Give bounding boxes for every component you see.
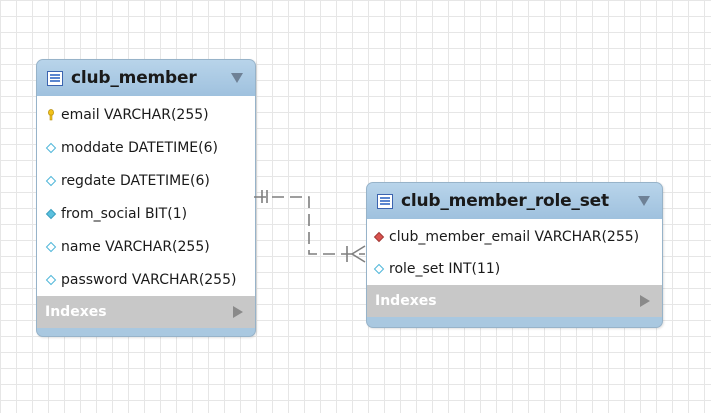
table-icon [377, 193, 393, 209]
column-label: moddate DATETIME(6) [61, 139, 218, 156]
crows-foot [351, 245, 366, 255]
foreign-key-icon [373, 231, 385, 243]
column-list: club_member_email VARCHAR(255) role_set … [367, 219, 662, 285]
column-label: password VARCHAR(255) [61, 271, 237, 288]
column-row[interactable]: role_set INT(11) [367, 253, 662, 285]
column-icon [373, 263, 385, 275]
column-icon [45, 175, 57, 186]
column-label: email VARCHAR(255) [61, 106, 209, 123]
table-header[interactable]: club_member_role_set [367, 183, 662, 219]
table-title: club_member [71, 68, 197, 88]
column-label: name VARCHAR(255) [61, 238, 210, 255]
column-row[interactable]: club_member_email VARCHAR(255) [367, 221, 662, 253]
column-row[interactable]: regdate DATETIME(6) [37, 164, 255, 197]
column-row[interactable]: password VARCHAR(255) [37, 263, 255, 296]
column-row[interactable]: from_social BIT(1) [37, 197, 255, 230]
column-row[interactable]: email VARCHAR(255) [37, 98, 255, 131]
column-label: club_member_email VARCHAR(255) [389, 229, 640, 245]
column-list: email VARCHAR(255) moddate DATETIME(6) r… [37, 96, 255, 296]
table-club-member-role-set[interactable]: club_member_role_set club_member_email V… [366, 182, 663, 328]
indexes-section[interactable]: Indexes [367, 285, 662, 317]
chevron-down-icon[interactable] [231, 73, 243, 83]
column-label: from_social BIT(1) [61, 205, 188, 222]
chevron-down-icon[interactable] [638, 196, 650, 206]
chevron-right-icon[interactable] [640, 295, 650, 307]
table-header[interactable]: club_member [37, 60, 255, 96]
chevron-right-icon[interactable] [233, 306, 243, 318]
table-icon [47, 70, 63, 86]
not-null-column-icon [45, 208, 57, 219]
indexes-label: Indexes [45, 304, 107, 320]
relationship-line[interactable] [254, 196, 365, 255]
column-icon [45, 142, 57, 153]
crows-foot [351, 253, 366, 263]
table-title: club_member_role_set [401, 191, 609, 211]
column-icon [45, 274, 57, 285]
column-label: regdate DATETIME(6) [61, 172, 210, 189]
column-label: role_set INT(11) [389, 261, 501, 277]
primary-key-icon [48, 108, 54, 120]
indexes-label: Indexes [375, 293, 437, 309]
column-icon [45, 241, 57, 252]
column-row[interactable]: name VARCHAR(255) [37, 230, 255, 263]
table-club-member[interactable]: club_member email VARCHAR(255) moddate D… [36, 59, 256, 337]
indexes-section[interactable]: Indexes [37, 296, 255, 328]
column-row[interactable]: moddate DATETIME(6) [37, 131, 255, 164]
